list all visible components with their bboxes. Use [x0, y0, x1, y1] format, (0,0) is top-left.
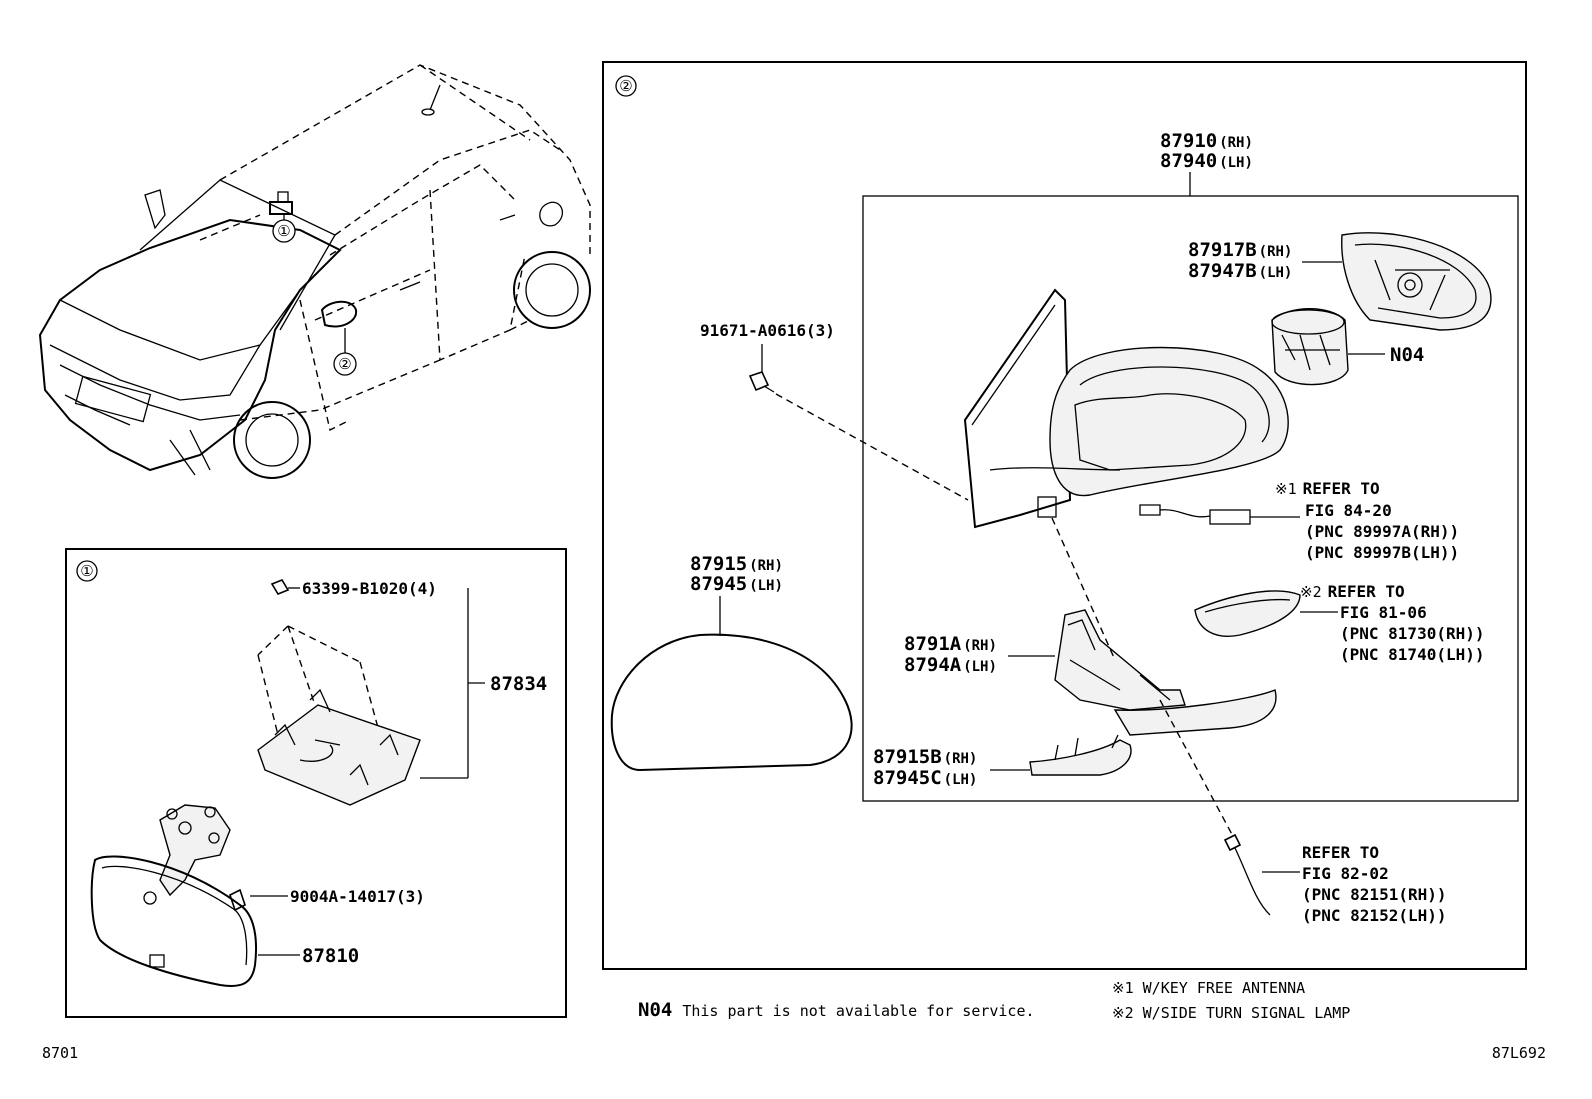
- box-2-callout: ②: [619, 77, 632, 95]
- clip-63399-part: [270, 579, 290, 595]
- label-87810: 87810: [302, 945, 359, 967]
- refer1-line2: FIG 84-20: [1305, 501, 1392, 520]
- label-9004A-14017: 9004A-14017(3): [290, 887, 425, 906]
- note-2: ※2 W/SIDE TURN SIGNAL LAMP: [1112, 1004, 1350, 1022]
- car-overview: ① ②: [38, 64, 591, 479]
- box-1-callout: ①: [80, 562, 93, 580]
- lower-cover-upper-part: [1113, 689, 1277, 736]
- screw-91671-part: [748, 371, 770, 392]
- refer2-line2: FIG 81-06: [1340, 603, 1427, 622]
- refer3-line3: (PNC 82151(RH)): [1302, 885, 1447, 904]
- label-91671-A0616: 91671-A0616(3): [700, 321, 835, 340]
- label-87945C: 87945C(LH): [873, 767, 977, 789]
- callout-2-car: [333, 352, 357, 376]
- label-87834: 87834: [490, 673, 547, 695]
- label-87915: 87915(RH): [690, 553, 783, 575]
- callout-1-car: [272, 219, 296, 243]
- turn-signal-lamp-part: [1194, 590, 1301, 637]
- callout-2-car-text: ②: [338, 355, 351, 373]
- mirror-glass-part: [610, 633, 853, 772]
- refer1-line3: (PNC 89997A(RH)): [1305, 522, 1459, 541]
- mirror-base-part: [963, 288, 1072, 529]
- label-63399-B1020: 63399-B1020(4): [302, 579, 437, 598]
- refer2-line4: (PNC 81740(LH)): [1340, 645, 1485, 664]
- mirror-mount-part: [159, 804, 231, 897]
- page-code-left: 8701: [42, 1044, 78, 1062]
- label-n04: N04: [1390, 344, 1424, 366]
- inner-mirror-part: [90, 855, 258, 987]
- refer2-line3: (PNC 81730(RH)): [1340, 624, 1485, 643]
- label-87917B: 87917B(RH): [1188, 239, 1292, 261]
- mirror-bracket-part: [1054, 609, 1186, 711]
- box-2-outside-mirror: ② 87910(RH) 87940(LH) 87917B(RH) 87947B(…: [602, 61, 1527, 970]
- refer1-line4: (PNC 89997B(LH)): [1305, 543, 1459, 562]
- label-87915B: 87915B(RH): [873, 746, 977, 768]
- note-1: ※1 W/KEY FREE ANTENNA: [1112, 979, 1305, 997]
- mirror-motor-part: [1271, 308, 1349, 386]
- refer3-line4: (PNC 82152(LH)): [1302, 906, 1447, 925]
- refer3-line2: FIG 82-02: [1302, 864, 1389, 883]
- refer3-line1: REFER TO: [1302, 843, 1379, 862]
- label-8794A: 8794A(LH): [904, 654, 997, 676]
- mirror-housing-part: [1049, 346, 1289, 497]
- box-1-inner-mirror: ① 63399-B1020(4) 87834 9004A-14017(3): [65, 548, 567, 1018]
- lower-cover-part: [1029, 739, 1132, 776]
- callout-1-car-text: ①: [277, 222, 290, 240]
- label-87945: 87945(LH): [690, 573, 783, 595]
- label-87940: 87940(LH): [1160, 150, 1253, 172]
- label-87910: 87910(RH): [1160, 130, 1253, 152]
- mirror-cover-87834-part: [257, 704, 421, 806]
- page-code-right: 87L692: [1492, 1044, 1546, 1062]
- label-87947B: 87947B(LH): [1188, 260, 1292, 282]
- label-8791A: 8791A(RH): [904, 633, 997, 655]
- mirror-cover-part: [1341, 232, 1492, 331]
